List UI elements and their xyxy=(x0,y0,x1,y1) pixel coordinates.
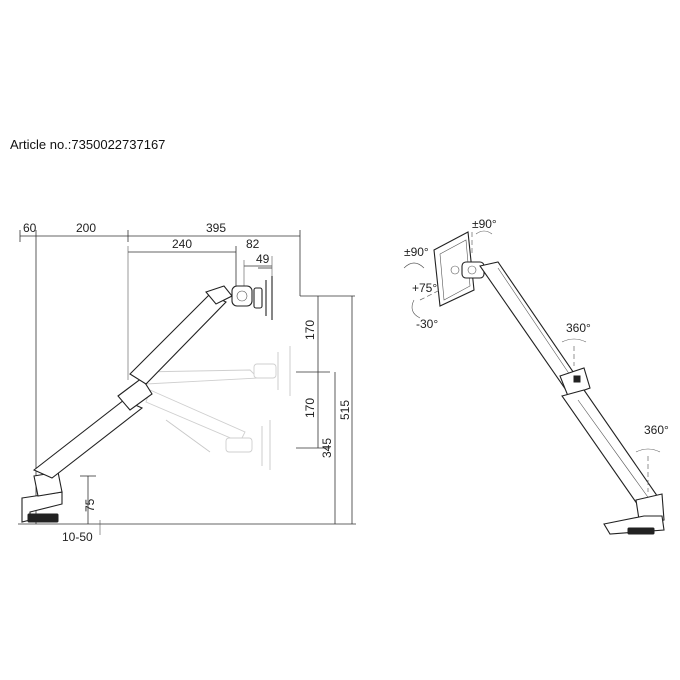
dim-515: 515 xyxy=(338,400,352,420)
dim-395: 395 xyxy=(206,221,226,235)
rotate-360-base-icon xyxy=(635,448,661,453)
right-rotation-indicators xyxy=(403,230,661,492)
dim-10-50: 10-50 xyxy=(62,530,93,544)
right-arm-perspective xyxy=(433,231,665,535)
dim-75: 75 xyxy=(83,498,97,512)
left-dimension-lines xyxy=(18,230,356,535)
label-tilt-pos: ±90° xyxy=(472,217,497,231)
dim-170-mid: 170 xyxy=(303,398,317,418)
dim-82: 82 xyxy=(246,237,260,251)
swivel-arrow-icon xyxy=(403,262,425,269)
label-swivel: ±90° xyxy=(404,245,429,259)
dim-240: 240 xyxy=(172,237,192,251)
label-tilt-down: -30° xyxy=(416,317,438,331)
right-rotation-labels: ±90° ±90° +75° -30° 360° 360° xyxy=(404,217,669,437)
tilt-range-arrow-icon xyxy=(411,299,421,319)
label-rot-base: 360° xyxy=(644,423,669,437)
left-dimension-labels: 60 200 395 240 82 49 170 170 345 515 75 … xyxy=(23,221,352,544)
dim-345: 345 xyxy=(320,438,334,458)
left-arm-main xyxy=(21,276,273,523)
label-tilt-up: +75° xyxy=(412,281,437,295)
rotate-360-mid-icon xyxy=(561,338,587,343)
label-rot-mid: 360° xyxy=(566,321,591,335)
article-number: Article no.:7350022737167 xyxy=(10,137,166,152)
dim-200: 200 xyxy=(76,221,96,235)
dim-170-top: 170 xyxy=(303,320,317,340)
tilt-arrow-icon xyxy=(475,230,493,235)
dim-49: 49 xyxy=(256,252,270,266)
dim-60: 60 xyxy=(23,221,37,235)
